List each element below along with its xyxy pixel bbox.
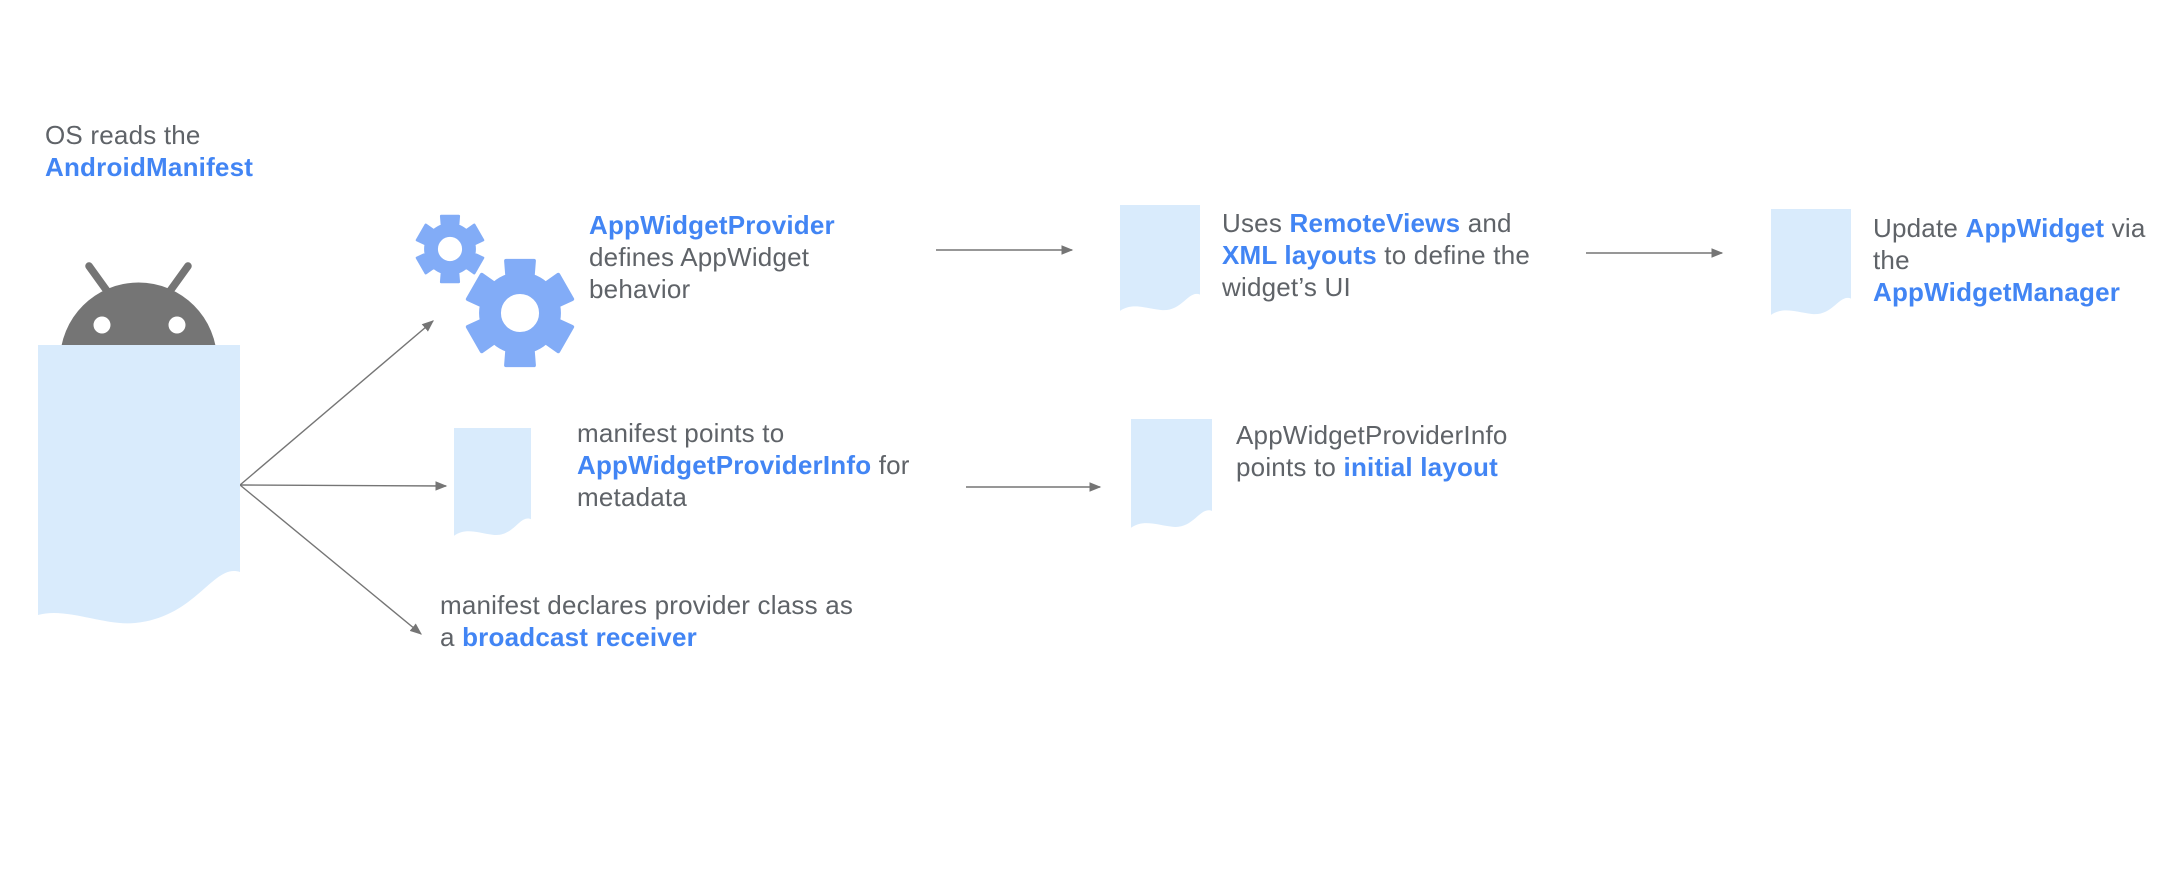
metadata-text: metadata bbox=[577, 482, 688, 512]
remoteviews-document-icon bbox=[1120, 205, 1200, 311]
android-antenna-left bbox=[85, 262, 111, 295]
initial-layout-term: initial layout bbox=[1343, 452, 1498, 482]
arrow-manifest-to-providerinfo-doc bbox=[239, 481, 448, 491]
xml-layouts-term: XML layouts bbox=[1222, 240, 1377, 270]
gears-icon bbox=[415, 214, 585, 383]
document-shape bbox=[1771, 209, 1851, 315]
remoteviews-label: Uses RemoteViews and XML layouts to defi… bbox=[1222, 207, 1530, 303]
and-text: and bbox=[1460, 208, 1512, 238]
points-to-text: points to bbox=[1236, 452, 1344, 482]
appwidgetproviderinfo-term: AppWidgetProviderInfo bbox=[577, 450, 872, 480]
broadcast-receiver-label: manifest declares provider class as a br… bbox=[440, 589, 853, 653]
appwidgetprovider-label: AppWidgetProvider defines AppWidget beha… bbox=[589, 209, 835, 305]
providerinfo-document-icon bbox=[454, 428, 531, 536]
manifest-points-text: manifest points to bbox=[577, 418, 785, 448]
provider-line2: defines AppWidget bbox=[589, 242, 810, 272]
initial-layout-label: AppWidgetProviderInfo points to initial … bbox=[1236, 419, 1508, 483]
remoteviews-term: RemoteViews bbox=[1289, 208, 1461, 238]
for-text: for bbox=[871, 450, 910, 480]
the-text: the bbox=[1873, 245, 1910, 275]
provider-line3: behavior bbox=[589, 274, 691, 304]
uses-text: Uses bbox=[1222, 208, 1290, 238]
update-appwidget-label: Update AppWidget via the AppWidgetManage… bbox=[1873, 212, 2146, 308]
providerinfo-text: AppWidgetProviderInfo bbox=[1236, 420, 1508, 450]
os-reads-text: OS reads the bbox=[45, 120, 201, 150]
gear-small bbox=[415, 214, 485, 284]
android-eye-left bbox=[93, 316, 111, 334]
update-text: Update bbox=[1873, 213, 1966, 243]
a-text: a bbox=[440, 622, 463, 652]
arrow-manifest-to-broadcast bbox=[239, 484, 422, 635]
document-shape bbox=[1131, 419, 1212, 528]
os-reads-manifest-label: OS reads the AndroidManifest bbox=[45, 119, 253, 183]
android-head bbox=[60, 282, 217, 361]
android-antenna-right bbox=[166, 262, 192, 295]
appwidget-term: AppWidget bbox=[1965, 213, 2105, 243]
document-shape bbox=[454, 428, 531, 536]
manifest-declares-text: manifest declares provider class as bbox=[440, 590, 854, 620]
appwidgetprovider-term: AppWidgetProvider bbox=[589, 210, 835, 240]
document-shape bbox=[1120, 205, 1200, 311]
androidmanifest-term: AndroidManifest bbox=[45, 152, 254, 182]
via-text: via bbox=[2104, 213, 2146, 243]
android-eye-right bbox=[168, 316, 186, 334]
manifest-metadata-label: manifest points to AppWidgetProviderInfo… bbox=[577, 417, 910, 513]
broadcast-receiver-term: broadcast receiver bbox=[462, 622, 697, 652]
initial-layout-document-icon bbox=[1131, 419, 1212, 528]
appwidgetmanager-term: AppWidgetManager bbox=[1873, 277, 2121, 307]
gear-large bbox=[465, 258, 575, 368]
manifest-document bbox=[38, 345, 240, 624]
define-text: to define the bbox=[1376, 240, 1531, 270]
update-document-icon bbox=[1771, 209, 1851, 315]
android-robot-manifest-icon bbox=[38, 262, 240, 624]
widgets-ui-text: widget’s UI bbox=[1222, 272, 1351, 302]
